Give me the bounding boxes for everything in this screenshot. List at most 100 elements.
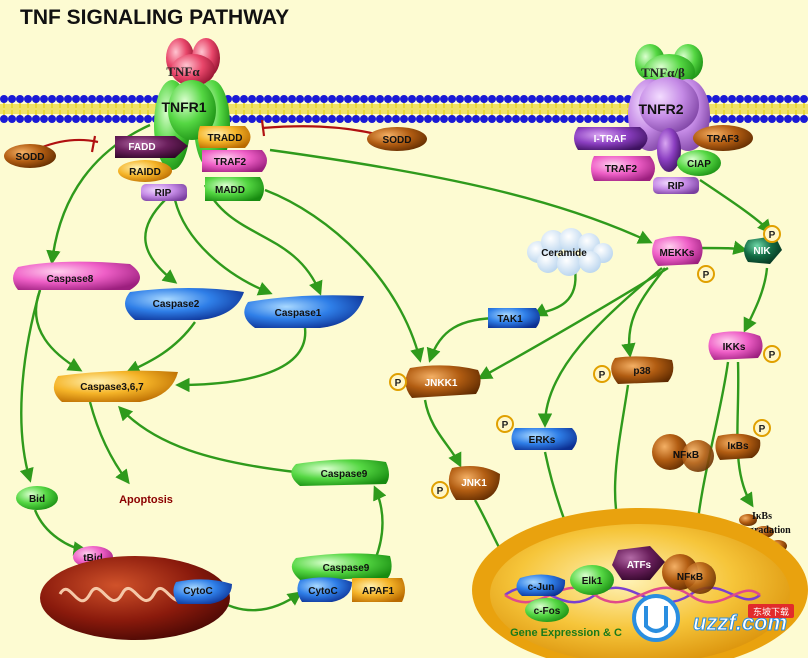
membrane-lipid-head <box>544 95 552 103</box>
membrane-lipid-head <box>56 115 64 123</box>
caspase-cascade: Caspase8 Caspase2 Caspase1 Caspase3,6,7 … <box>13 261 389 568</box>
membrane-lipid-head <box>512 115 520 123</box>
erks-label: ERKs <box>529 435 556 446</box>
atfs-label: ATFs <box>627 560 652 571</box>
caspase9-top-label: Caspase9 <box>321 469 368 480</box>
membrane-lipid-head <box>336 115 344 123</box>
membrane-lipid-head <box>88 95 96 103</box>
ikbs-degradation-line1: IκBs <box>752 511 772 522</box>
membrane-lipid-head <box>720 95 728 103</box>
membrane-lipid-head <box>528 115 536 123</box>
membrane-lipid-head <box>512 95 520 103</box>
caspase9-top-node: Caspase9 <box>291 459 389 486</box>
membrane-lipid-head <box>560 95 568 103</box>
membrane-lipid-head <box>328 95 336 103</box>
tbid-label: tBid <box>83 553 102 564</box>
membrane-lipid-head <box>360 115 368 123</box>
membrane-lipid-head <box>752 115 760 123</box>
membrane-lipid-head <box>288 115 296 123</box>
membrane-lipid-head <box>504 95 512 103</box>
membrane-lipid-head <box>104 95 112 103</box>
membrane-lipid-head <box>128 95 136 103</box>
membrane-lipid-head <box>592 115 600 123</box>
cjun-node: c-Jun <box>516 574 566 596</box>
cytoc-complex-label: CytoC <box>308 586 337 597</box>
membrane-lipid-head <box>24 115 32 123</box>
arrow-caspase8-bid <box>19 289 42 483</box>
membrane-lipid-head <box>232 95 240 103</box>
ceramide-label: Ceramide <box>541 248 587 259</box>
cfos-label: c-Fos <box>534 606 561 617</box>
madd-node: MADD <box>205 177 264 201</box>
membrane-lipid-head <box>488 95 496 103</box>
arrow-rip-nik <box>699 179 772 235</box>
membrane-lipid-head <box>440 115 448 123</box>
tnfa-ligand-center <box>171 54 215 86</box>
inhibition-left <box>39 138 99 150</box>
traf3-label: TRAF3 <box>707 134 740 145</box>
jnk1-phospho <box>431 481 449 499</box>
membrane-lipid-head <box>760 115 768 123</box>
rip-right-label: RIP <box>668 181 685 192</box>
activation-arrows <box>19 123 772 612</box>
fadd-label: FADD <box>128 142 155 153</box>
p38-node: p38 P <box>593 356 674 384</box>
membrane-lipid-head <box>352 95 360 103</box>
bid-node: Bid <box>16 486 58 510</box>
rip-right-node: RIP <box>653 177 699 194</box>
membrane-lipid-head <box>472 95 480 103</box>
membrane-lipid-head <box>264 115 272 123</box>
watermark-tagline-badge <box>748 604 794 618</box>
nucleus: c-Jun c-Fos Elk1 ATFs NFκB Gene Expressi… <box>472 508 808 658</box>
membrane-lipid-head <box>0 95 8 103</box>
nfkb-nucleus-label: NFκB <box>677 572 703 583</box>
membrane-lipid-head <box>136 115 144 123</box>
jnkk1-node: JNKK1 P <box>389 365 481 398</box>
tnfr1-subunit-center <box>168 80 216 140</box>
arrow-tnfr1-caspase8 <box>46 123 151 265</box>
membrane-lipid-head <box>144 115 152 123</box>
nik-phospho-label: P <box>769 230 776 241</box>
membrane-lipid-head <box>752 95 760 103</box>
raidd-node: RAIDD <box>118 160 172 182</box>
membrane-lipid-head <box>56 95 64 103</box>
membrane-lipid-head <box>456 95 464 103</box>
arrow-rip-caspase1 <box>173 199 273 296</box>
membrane-lipid-head <box>416 115 424 123</box>
sodd-left-node: SODD <box>4 144 56 168</box>
membrane-lipid-head <box>496 115 504 123</box>
apoptosome: Caspase9 CytoC APAF1 <box>291 553 405 602</box>
arrow-bid-tbid <box>33 509 88 556</box>
erks-phospho-label: P <box>502 420 509 431</box>
membrane-lipid-head <box>392 95 400 103</box>
membrane-lipid-head <box>128 115 136 123</box>
membrane-lipid-head <box>344 95 352 103</box>
cfos-node: c-Fos <box>525 598 569 622</box>
membrane-lipid-head <box>360 95 368 103</box>
ikbs-phospho-label: P <box>759 424 766 435</box>
membrane-lipid-head <box>448 95 456 103</box>
membrane-lipid-head <box>544 115 552 123</box>
membrane-lipid-head <box>584 115 592 123</box>
caspase367-label: Caspase3,6,7 <box>80 382 144 393</box>
sodd-right-node: SODD <box>367 127 427 151</box>
membrane-lipid-head <box>8 95 16 103</box>
tnfr1-complex: TNFα TNFR1 <box>154 38 230 170</box>
membrane-lipid-head <box>616 95 624 103</box>
ciap-node: CIAP <box>677 150 721 176</box>
membrane-lipid-head <box>784 95 792 103</box>
jnk1-label: JNK1 <box>461 478 487 489</box>
arrow-traf2-caspase1 <box>203 184 323 296</box>
membrane-lipid-head <box>80 115 88 123</box>
elk1-node: Elk1 <box>570 565 614 595</box>
apoptosis-label: Apoptosis <box>119 494 173 506</box>
raidd-label: RAIDD <box>129 167 161 178</box>
gene-expression-label: Gene Expression & C <box>510 627 622 639</box>
tnfr2-label: TNFR2 <box>638 101 683 117</box>
nik-node: NIK P <box>744 225 782 264</box>
arrow-madd-jnkk1 <box>264 188 425 363</box>
membrane-lipid-head <box>368 95 376 103</box>
membrane-lipid-head <box>520 115 528 123</box>
membrane-lipid-head <box>744 115 752 123</box>
